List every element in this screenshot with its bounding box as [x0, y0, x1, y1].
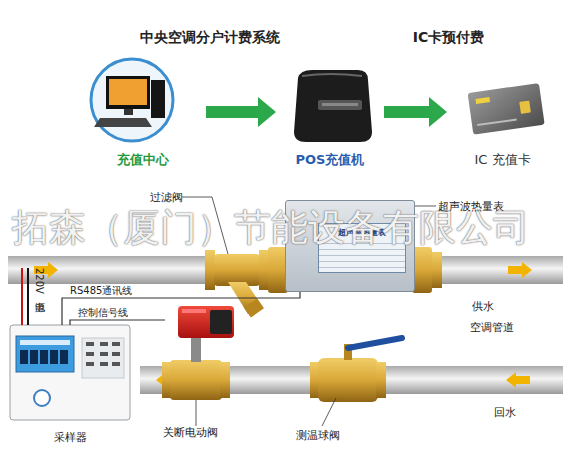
part-label: 过滤阀: [150, 190, 183, 205]
connector: [62, 292, 300, 325]
sampler-unit: [50, 350, 58, 364]
flow-arrow: [206, 97, 276, 127]
pos-machine-icon: [294, 70, 372, 142]
sampler-unit: [82, 338, 124, 378]
computer-icon: [109, 79, 147, 105]
computer-icon: [94, 118, 152, 127]
pos-machine-icon: [302, 74, 362, 76]
valve-node: 关断电动阀: [165, 305, 240, 440]
ball-valve: [318, 358, 378, 402]
filter-valve: [259, 250, 269, 290]
part-label: 超声波热量表: [438, 199, 504, 214]
filter-valve: [205, 250, 215, 290]
sampler-node: 采样器: [10, 325, 130, 445]
connector: [70, 320, 165, 325]
pipe-fitting: [412, 247, 432, 293]
electric-valve: [220, 362, 230, 398]
computer-icon: [91, 59, 173, 141]
sampler-unit: [86, 342, 94, 346]
pos-node: POS充值机: [284, 65, 376, 169]
ic-card-icon: [519, 101, 531, 114]
node-text: 关断电动阀: [130, 425, 250, 440]
sampler-unit: [86, 352, 94, 356]
sampler-unit: [20, 340, 70, 345]
node-text: IC 充值卡: [455, 151, 550, 169]
ball-valve: [310, 338, 402, 402]
sampler-unit: [112, 352, 120, 356]
sampler-unit: [60, 350, 68, 364]
recharge-center-node: 充值中心: [88, 55, 198, 169]
pipe-fitting: [432, 252, 442, 288]
node-text: POS充值机: [284, 151, 376, 169]
ic-card-icon: [468, 83, 545, 135]
connector: [206, 97, 276, 127]
diagram-title: 中央空调分户计费系统 IC卡预付费: [140, 29, 484, 47]
sampler-unit: [112, 362, 120, 366]
sampler-unit: [10, 325, 130, 420]
electric-valve: [191, 336, 201, 362]
signal-wire: [62, 292, 300, 325]
part-label: 测温球阀: [296, 428, 340, 443]
sampler-unit: [100, 362, 108, 366]
flow-label: 供水: [472, 299, 494, 314]
filter-valve: [214, 254, 260, 286]
node-text: 采样器: [10, 430, 130, 445]
connector-label: 控制信号线: [78, 306, 128, 320]
sampler-unit: [10, 325, 130, 420]
computer-icon: [151, 80, 165, 118]
computer-icon: [91, 59, 173, 141]
power-wire: [21, 268, 23, 325]
signal-label: 220V电源: [32, 268, 46, 294]
sampler-unit: [16, 336, 74, 372]
electric-valve: [170, 360, 222, 400]
connector: [384, 97, 447, 127]
sampler-unit: [100, 342, 108, 346]
part-label: 空调管道: [470, 320, 514, 335]
pos-machine-icon: [294, 70, 372, 142]
ball-valve: [348, 338, 402, 348]
signal-wire: [70, 320, 165, 325]
power-wire: [22, 268, 28, 325]
power-wire: [27, 268, 29, 325]
sampler-unit: [20, 350, 28, 364]
pos-machine-icon: [322, 103, 358, 106]
computer-icon: [106, 76, 150, 109]
sampler-unit: [100, 352, 108, 356]
leader-line: [196, 400, 197, 426]
electric-valve: [178, 306, 234, 338]
ic-card-icon: [477, 118, 517, 126]
computer-icon: [124, 109, 133, 115]
electric-valve: [210, 310, 232, 334]
sampler-unit: [30, 350, 38, 364]
ball-valve: [376, 362, 386, 398]
electric-valve: [162, 306, 234, 400]
ic-card-icon: [475, 97, 490, 104]
connector-label: RS485通讯线: [70, 284, 132, 298]
sampler-unit: [40, 350, 48, 364]
electric-valve: [182, 309, 206, 313]
flow-label: 回水: [494, 405, 516, 420]
pos-machine-icon: [318, 100, 362, 110]
filter-valve: [244, 298, 264, 317]
return-pipe: [506, 372, 530, 388]
ic-card-icon: [468, 83, 545, 135]
flow-arrow: [384, 97, 447, 127]
node-text: 充值中心: [88, 151, 198, 169]
leader-line: [322, 398, 336, 426]
sampler-unit: [112, 342, 120, 346]
sampler-unit: [86, 362, 94, 366]
supply-pipe: [508, 262, 532, 278]
ic-card-node: IC 充值卡: [455, 80, 550, 169]
sampler-unit: [34, 390, 50, 406]
